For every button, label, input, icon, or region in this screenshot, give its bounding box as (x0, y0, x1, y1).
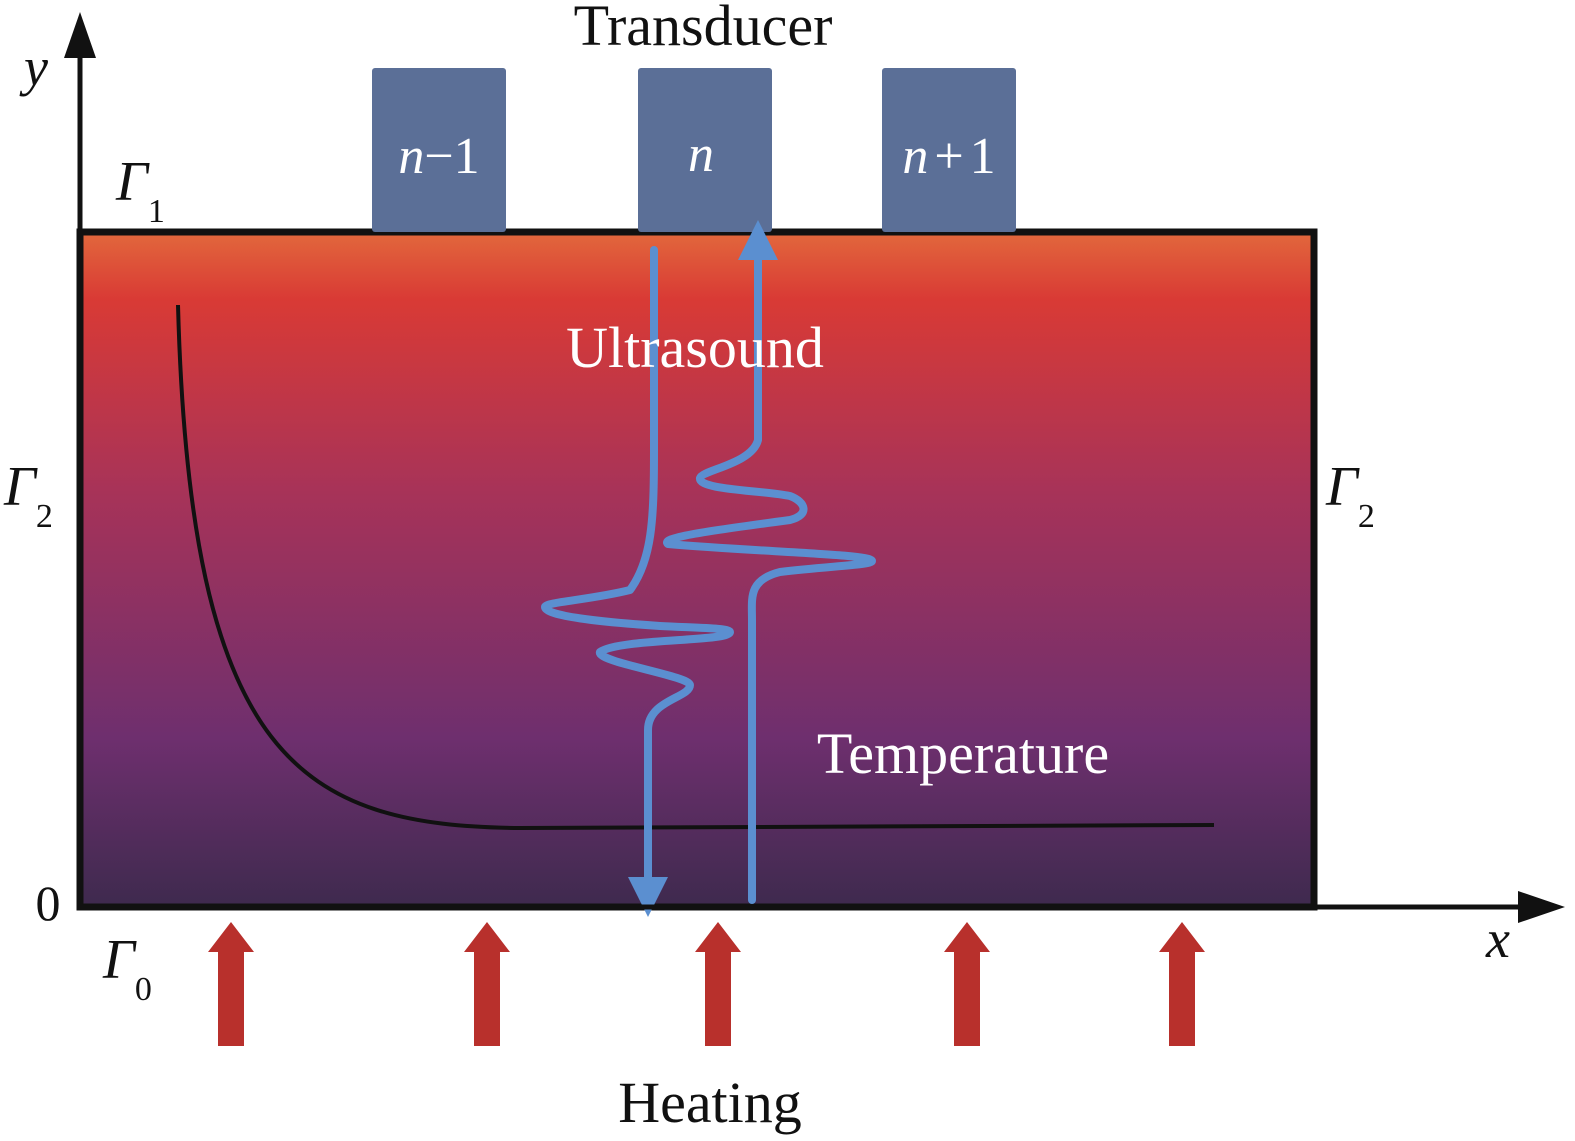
x-axis-arrowhead (1518, 891, 1565, 923)
boundary-gamma2-right: Γ2 (1325, 456, 1375, 535)
title-transducer: Transducer (574, 0, 833, 58)
boundary-gamma2-left: Γ2 (3, 456, 53, 535)
transducer-num: 1 (454, 128, 480, 185)
heating-arrow (695, 922, 741, 1046)
transducer-var: n (688, 126, 714, 183)
origin-label: 0 (36, 875, 61, 931)
transducer-element-n-minus-1: n−1 (372, 68, 506, 232)
transducer-var: n (902, 128, 928, 185)
heating-arrow (944, 922, 990, 1046)
heating-arrow (208, 922, 254, 1046)
heated-block (76, 228, 1318, 911)
y-axis-arrowhead (64, 12, 96, 58)
ultrasound-wave-downward (541, 246, 734, 917)
heating-arrow (1159, 922, 1205, 1046)
x-axis-label: x (1485, 909, 1510, 969)
boundary-gamma1: Γ1 (115, 151, 165, 230)
y-axis-label: y (19, 37, 48, 97)
transducer-op: + (934, 128, 963, 185)
heating-arrow (464, 922, 510, 1046)
svg-text:n+1: n+1 (902, 128, 995, 185)
ultrasound-label: Ultrasound (566, 315, 824, 380)
transducer-element-n: n (638, 68, 772, 232)
boundary-gamma0: Γ0 (102, 929, 152, 1008)
transducer-num: 1 (970, 128, 996, 185)
ultrasound-wave-upward (663, 220, 876, 904)
svg-text:n−1: n−1 (398, 128, 479, 185)
temperature-label: Temperature (817, 721, 1109, 786)
transducer-element-n-plus-1: n+1 (882, 68, 1016, 232)
heating-arrows (208, 922, 1205, 1046)
transducer-var: n (398, 128, 424, 185)
heating-label: Heating (618, 1070, 802, 1135)
transducer-op: − (424, 128, 453, 185)
temperature-curve (176, 304, 1215, 831)
